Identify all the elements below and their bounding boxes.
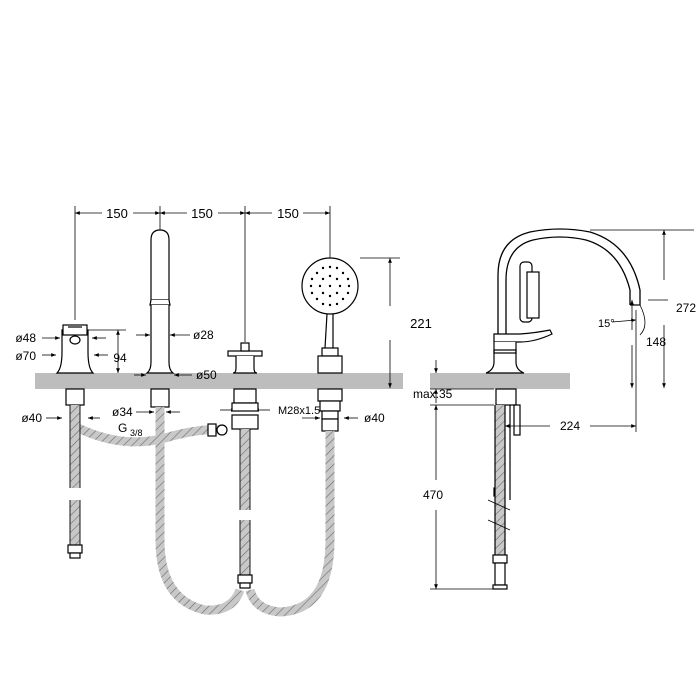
label-dia-40-left: ø40 xyxy=(21,411,42,425)
diameter-leaders xyxy=(42,333,358,420)
side-dimensions xyxy=(430,229,694,590)
diverter-handle xyxy=(227,342,263,374)
hose-end-fittings xyxy=(67,423,253,589)
label-mixer-height: 94 xyxy=(113,351,127,365)
label-dia-48: ø48 xyxy=(15,331,36,345)
height-94-dimension xyxy=(88,329,126,373)
label-dia-70: ø70 xyxy=(15,349,36,363)
label-spacing-2: 150 xyxy=(191,206,213,221)
mixer-body xyxy=(55,324,95,374)
side-view xyxy=(430,228,694,590)
label-spacing-1: 150 xyxy=(106,206,128,221)
top-dimension-line xyxy=(74,206,331,342)
label-max-thickness: max.35 xyxy=(413,387,453,401)
side-body xyxy=(485,261,553,374)
deck-side xyxy=(430,373,570,389)
label-dia-28: ø28 xyxy=(193,328,214,342)
deck-front xyxy=(35,373,403,389)
braided-hoses xyxy=(69,405,335,617)
label-thread-m: M28x1.5 xyxy=(278,405,320,417)
height-221-dimension xyxy=(360,257,400,388)
label-spout-reach: 224 xyxy=(560,419,580,433)
label-thread-fraction: 3/8 xyxy=(130,428,143,438)
label-hose-length: 470 xyxy=(423,488,443,502)
front-view xyxy=(35,206,403,617)
label-thread-g: G xyxy=(118,421,127,435)
label-dia-34: ø34 xyxy=(112,405,133,419)
label-side-spout-height: 272 xyxy=(676,301,696,315)
label-dia-40-right: ø40 xyxy=(364,411,385,425)
label-dia-50: ø50 xyxy=(196,368,217,382)
hose-outlines xyxy=(69,405,251,575)
side-shank xyxy=(487,388,521,590)
spout-body xyxy=(145,229,175,374)
hand-shower xyxy=(301,257,359,374)
labels: 150 150 150 221 94 ø48 ø70 ø28 ø50 ø40 ø… xyxy=(15,206,696,502)
label-side-outlet-height: 148 xyxy=(646,335,666,349)
label-angle: 15° xyxy=(598,318,615,330)
label-spout-height: 221 xyxy=(410,316,432,331)
label-spacing-3: 150 xyxy=(277,206,299,221)
